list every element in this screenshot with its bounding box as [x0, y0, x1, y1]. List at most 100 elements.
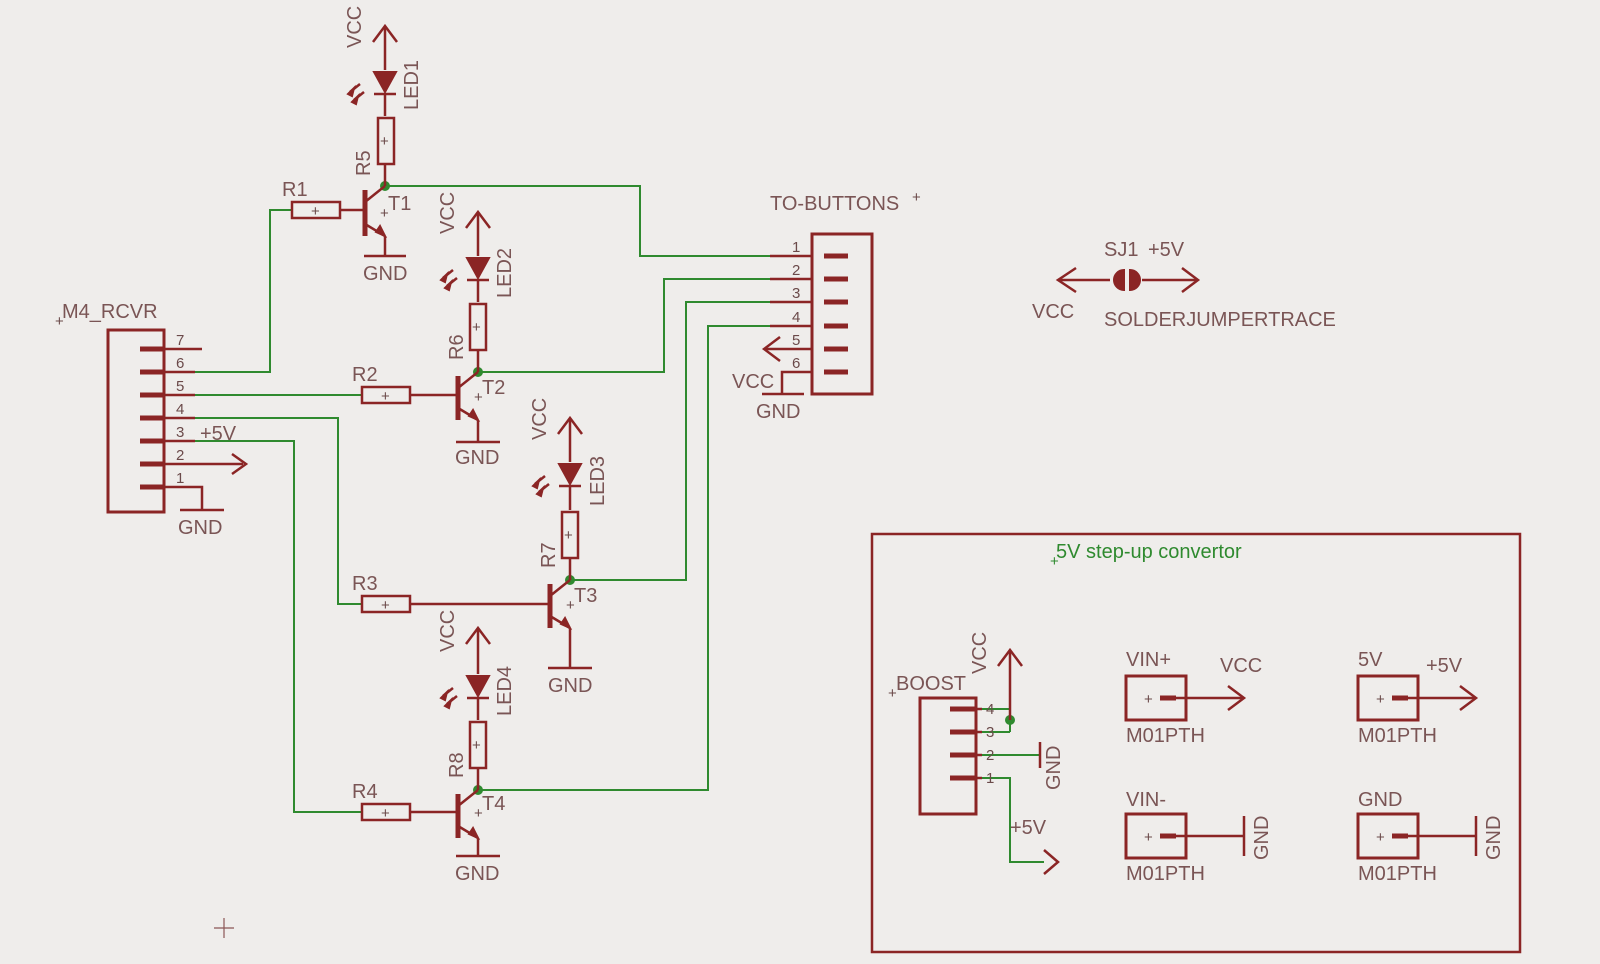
vcc-label: VCC [732, 371, 774, 393]
sj1-solder-jumper: SJ1 +5V VCC SOLDERJUMPERTRACE [1032, 239, 1336, 331]
vcc-label: VCC [529, 398, 551, 440]
tb-pin-1: 1 [792, 239, 800, 256]
r3-label: R3 [352, 573, 378, 595]
gnd-pad-label: GND [1358, 789, 1402, 811]
plus5v-label: +5V [1148, 239, 1185, 261]
stepup-convertor-group: 5V step-up convertor + BOOST + 4 3 [870, 532, 1522, 954]
m4-rcvr-connector: M4_RCVR + 7 6 5 4 3 2 [55, 301, 249, 539]
svg-text:+: + [474, 389, 483, 406]
svg-text:+: + [472, 737, 481, 754]
group-title: 5V step-up convertor [1056, 541, 1242, 563]
gnd-label: GND [1251, 816, 1273, 860]
tb-pin-5: 5 [792, 332, 800, 349]
t3-label: T3 [574, 585, 597, 607]
plus5v-label: +5V [200, 423, 237, 445]
gnd-label: GND [756, 401, 800, 423]
plus5v-arrow-icon [1459, 685, 1479, 711]
svg-text:+: + [474, 805, 483, 822]
r8-label: R8 [446, 752, 468, 778]
led3-label: LED3 [587, 456, 609, 506]
led1-label: LED1 [401, 60, 423, 110]
tb-pin-4: 4 [792, 309, 800, 326]
boost-pin-3: 3 [986, 724, 994, 741]
npn-transistor-icon [340, 185, 406, 258]
resistor-r4 [360, 802, 412, 822]
boost-pin-4: 4 [986, 701, 994, 718]
plus5v-arrow-icon [1142, 267, 1201, 293]
m4-pin-6: 6 [176, 355, 184, 372]
svg-text:+: + [381, 805, 390, 822]
npn-transistor-icon [410, 579, 592, 670]
svg-text:+: + [380, 205, 389, 222]
gnd-label: GND [455, 447, 499, 469]
m4-pin-7: 7 [176, 332, 184, 349]
m4-pin-5: 5 [176, 378, 184, 395]
svg-text:+: + [1050, 553, 1059, 570]
svg-text:+: + [55, 313, 64, 330]
svg-text:+: + [912, 189, 921, 206]
vin-plus-label: VIN+ [1126, 649, 1171, 671]
gnd-label: GND [1483, 816, 1505, 860]
vcc-arrow-icon [372, 23, 398, 70]
vcc-arrow-icon [465, 209, 491, 256]
plus5v-label: +5V [1426, 655, 1463, 677]
resistor-r3 [360, 594, 412, 614]
vcc-arrow-icon [997, 647, 1023, 667]
to-buttons-label: TO-BUTTONS [770, 193, 899, 215]
svg-text:+: + [888, 685, 897, 702]
led1-r5-t1-group: VCC LED1 + R5 T1 + GND [282, 6, 423, 285]
vcc-label: VCC [1220, 655, 1262, 677]
svg-text:+: + [380, 133, 389, 150]
solderjumper-label: SOLDERJUMPERTRACE [1104, 309, 1336, 331]
led-icon [439, 675, 491, 720]
npn-transistor-icon [410, 371, 500, 444]
m01pth-label: M01PTH [1358, 863, 1437, 885]
plus5v-arrow-icon [1043, 849, 1060, 875]
tb-pin-6: 6 [792, 355, 800, 372]
to-buttons-connector: TO-BUTTONS + 1 2 3 4 5 6 VCC GN [732, 189, 921, 423]
gnd-label: GND [455, 863, 499, 885]
plus5v-arrow-icon [231, 452, 249, 476]
m4-rcvr-label: M4_RCVR [62, 301, 158, 323]
led4-r8-t4-group: VCC LED4 + R8 T4 + GND + R4 [352, 610, 516, 885]
tb-pin-3: 3 [792, 285, 800, 302]
led3-r7-t3-group: VCC LED3 + R7 T3 + GND + R3 [352, 398, 609, 697]
vcc-label: VCC [969, 632, 991, 674]
gnd-label: GND [363, 263, 407, 285]
led-icon [531, 463, 583, 510]
gnd-label: GND [1043, 746, 1065, 790]
m01pth-label: M01PTH [1126, 863, 1205, 885]
t2-label: T2 [482, 377, 505, 399]
solder-jumper-icon [1113, 268, 1141, 292]
vcc-arrow-icon [465, 625, 491, 674]
m01pth-label: M01PTH [1126, 725, 1205, 747]
svg-text:+: + [1144, 691, 1153, 708]
boost-label: BOOST [896, 673, 966, 695]
m01pth-label: M01PTH [1358, 725, 1437, 747]
m4-pin-3: 3 [176, 424, 184, 441]
resistor-r2 [360, 385, 412, 405]
gnd-label: GND [178, 517, 222, 539]
svg-text:+: + [472, 319, 481, 336]
vcc-arrow-icon [761, 336, 781, 362]
led4-label: LED4 [494, 666, 516, 716]
led2-r6-t2-group: VCC LED2 + R6 T2 + GND + R2 [352, 192, 516, 469]
m4-pin-4: 4 [176, 401, 184, 418]
r1-label: R1 [282, 179, 308, 201]
r5-label: R5 [353, 150, 375, 176]
resistor-r1 [290, 200, 342, 220]
r2-label: R2 [352, 364, 378, 386]
vcc-arrow-icon [557, 415, 583, 462]
npn-transistor-icon [410, 789, 500, 858]
r6-label: R6 [446, 334, 468, 360]
svg-text:+: + [1376, 829, 1385, 846]
svg-text:+: + [1376, 691, 1385, 708]
nets [195, 181, 1044, 863]
led-icon [439, 257, 491, 302]
five-v-label: 5V [1358, 649, 1383, 671]
plus5v-label: +5V [1010, 817, 1047, 839]
vcc-label: VCC [437, 192, 459, 234]
svg-text:+: + [1144, 829, 1153, 846]
svg-text:+: + [566, 597, 575, 614]
svg-text:+: + [381, 597, 390, 614]
